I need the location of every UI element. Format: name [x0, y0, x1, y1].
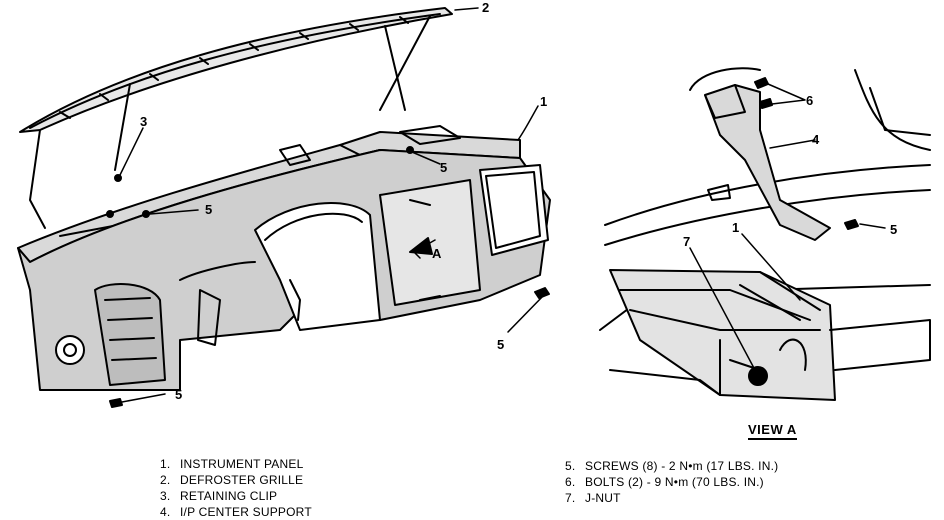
- view-a-callout-6: 6: [806, 93, 813, 108]
- legend-label: SCREWS (8) - 2 N•m (17 LBS. IN.): [585, 459, 779, 473]
- legend-item: 3. RETAINING CLIP: [160, 488, 312, 504]
- legend-item: 2. DEFROSTER GRILLE: [160, 472, 312, 488]
- legend-number: 2.: [160, 473, 171, 487]
- legend-number: 4.: [160, 505, 171, 519]
- legend-item: 5. SCREWS (8) - 2 N•m (17 LBS. IN.): [565, 458, 778, 474]
- view-a-callout-7: 7: [683, 234, 690, 249]
- view-a-callout-1: 1: [732, 220, 739, 235]
- screw-icon: [106, 146, 550, 408]
- callout-5-bottom: 5: [175, 387, 182, 402]
- view-a-leaders: [689, 83, 886, 371]
- view-a-detail: [599, 67, 931, 401]
- view-a-callout-5: 5: [890, 222, 897, 237]
- callout-1: 1: [540, 94, 547, 109]
- legend-number: 5.: [565, 459, 576, 473]
- legend-item: 7. J-NUT: [565, 490, 778, 506]
- legend-item: 1. INSTRUMENT PANEL: [160, 456, 312, 472]
- legend-left: 1. INSTRUMENT PANEL 2. DEFROSTER GRILLE …: [160, 456, 312, 520]
- legend-item: 4. I/P CENTER SUPPORT: [160, 504, 312, 520]
- defroster-grille: [19, 7, 453, 229]
- legend-number: 3.: [160, 489, 171, 503]
- view-a-title: VIEW A: [748, 422, 797, 440]
- view-a-marker: A: [432, 246, 442, 261]
- legend-label: RETAINING CLIP: [180, 489, 278, 503]
- view-a-callout-4: 4: [812, 132, 820, 147]
- callout-5-left: 5: [205, 202, 212, 217]
- callout-3: 3: [140, 114, 147, 129]
- instrument-panel-body: [17, 149, 551, 391]
- legend-label: J-NUT: [585, 491, 621, 505]
- legend-item: 6. BOLTS (2) - 9 N•m (70 LBS. IN.): [565, 474, 778, 490]
- legend-number: 6.: [565, 475, 576, 489]
- legend-label: BOLTS (2) - 9 N•m (70 LBS. IN.): [585, 475, 764, 489]
- callout-5-right: 5: [497, 337, 504, 352]
- legend-label: DEFROSTER GRILLE: [180, 473, 304, 487]
- callout-2: 2: [482, 0, 489, 15]
- legend-number: 7.: [565, 491, 576, 505]
- legend-right: 5. SCREWS (8) - 2 N•m (17 LBS. IN.) 6. B…: [565, 458, 778, 506]
- legend-label: INSTRUMENT PANEL: [180, 457, 304, 471]
- view-a-arrow: [409, 237, 433, 255]
- callout-5-top: 5: [440, 160, 447, 175]
- legend-number: 1.: [160, 457, 171, 471]
- legend-label: I/P CENTER SUPPORT: [180, 505, 312, 519]
